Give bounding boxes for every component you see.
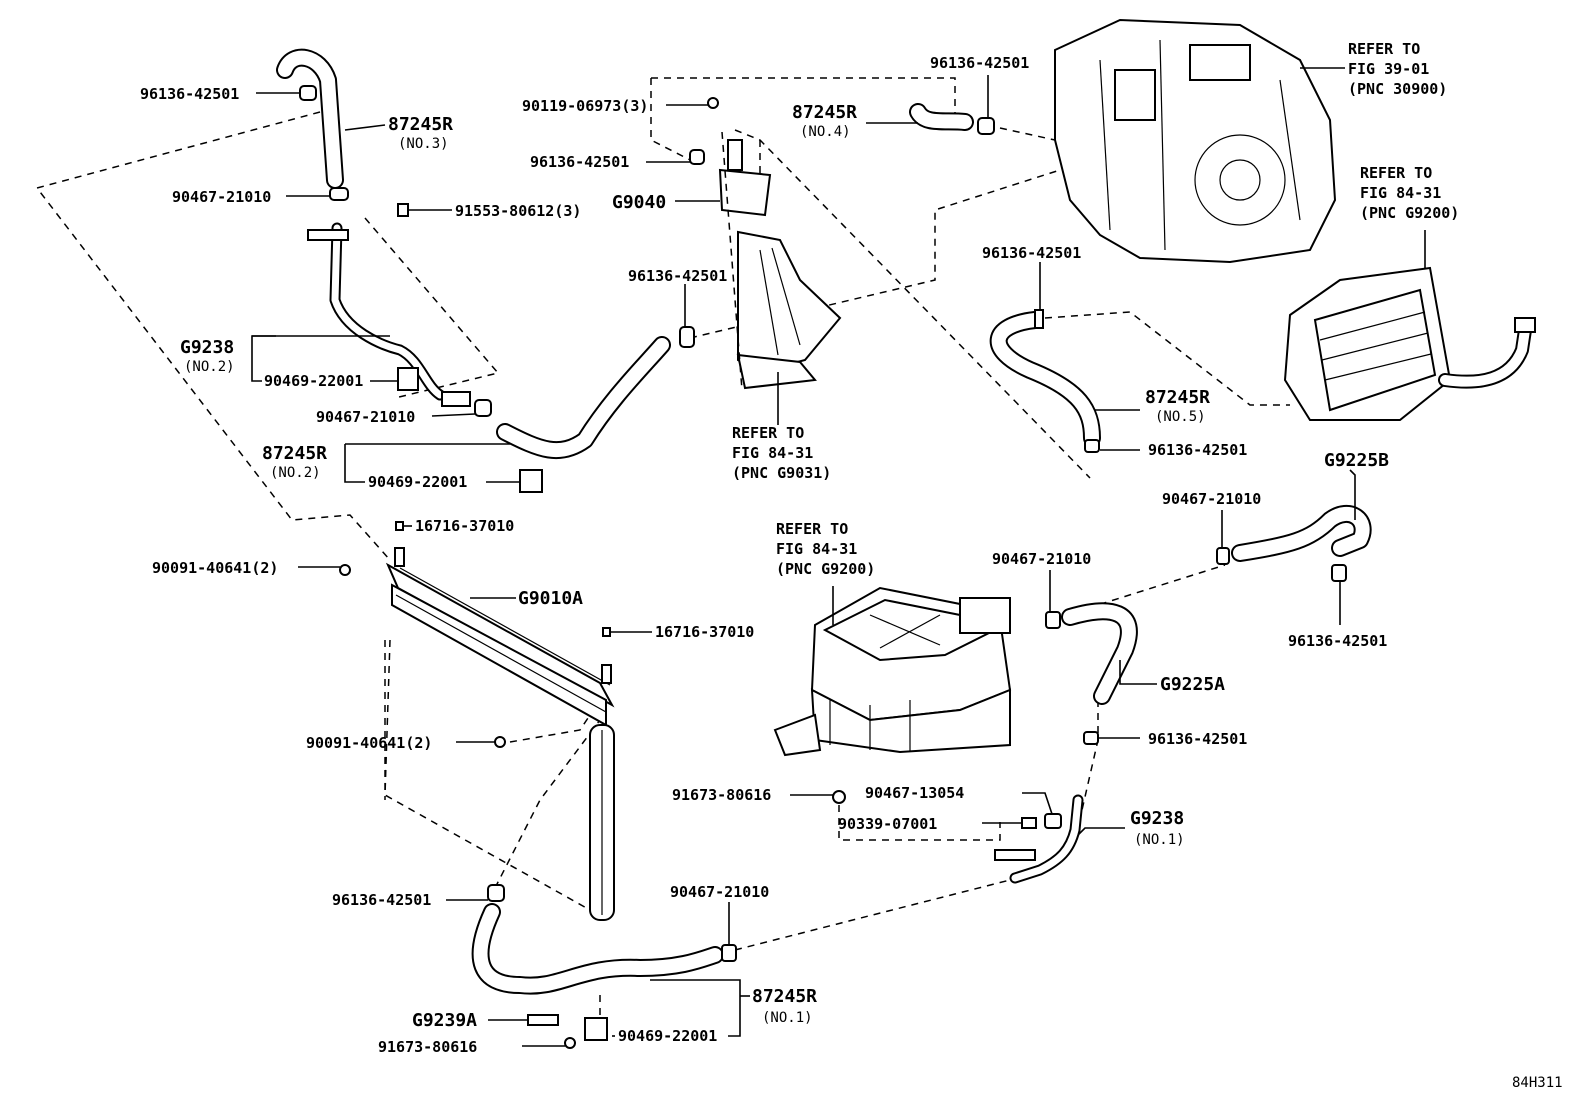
label-90467-21010-c: 90467-21010 <box>1162 490 1261 508</box>
hose-87245r-no2 <box>496 336 671 460</box>
pipe-g9238-no1 <box>994 794 1084 884</box>
label-96136-42501-c: 96136-42501 <box>628 267 727 285</box>
label-90467-21010-e: 90467-21010 <box>670 883 769 901</box>
hose-87245r-no4 <box>909 103 974 131</box>
label-91553-80612: 91553-80612(3) <box>455 202 581 220</box>
label-90091-40641-a: 90091-40641(2) <box>152 559 278 577</box>
label-refer-g9031-3: (PNC G9031) <box>732 464 831 482</box>
label-refer-30900-2: FIG 39-01 <box>1348 60 1429 78</box>
label-87245r-no2-sub: (NO.2) <box>270 465 321 481</box>
part-labels: 96136-42501 87245R (NO.3) 90467-21010 91… <box>140 40 1563 1091</box>
label-g9239a: G9239A <box>412 1010 477 1031</box>
label-16716-37010-a: 16716-37010 <box>415 517 514 535</box>
label-refer-g9200-b-2: FIG 84-31 <box>776 540 857 558</box>
label-87245r-no1: 87245R <box>752 986 817 1007</box>
label-96136-42501-a: 96136-42501 <box>140 85 239 103</box>
label-refer-g9200-a-1: REFER TO <box>1360 164 1432 182</box>
label-refer-g9200-b-1: REFER TO <box>776 520 848 538</box>
label-g9225a: G9225A <box>1160 674 1225 695</box>
label-96136-42501-i: 96136-42501 <box>332 891 431 909</box>
label-16716-37010-b: 16716-37010 <box>655 623 754 641</box>
label-90339-07001: 90339-07001 <box>838 815 937 833</box>
label-90469-22001-c: 90469-22001 <box>618 1027 717 1045</box>
label-90467-21010-b: 90467-21010 <box>316 408 415 426</box>
label-g9238-no2: G9238 <box>180 337 234 358</box>
label-91673-80616-b: 91673-80616 <box>378 1038 477 1056</box>
label-96136-42501-d: 96136-42501 <box>930 54 1029 72</box>
label-90467-21010-d: 90467-21010 <box>992 550 1091 568</box>
pipe-g9238-no2 <box>307 222 471 407</box>
label-90469-22001-a: 90469-22001 <box>264 372 363 390</box>
inverter-unit-right <box>1283 266 1536 421</box>
label-90467-13054: 90467-13054 <box>865 784 964 802</box>
inverter-unit-center <box>773 586 1012 757</box>
label-refer-g9200-b-3: (PNC G9200) <box>776 560 875 578</box>
label-g9238-no1-sub: (NO.1) <box>1134 832 1185 848</box>
label-g9238-no1: G9238 <box>1130 808 1184 829</box>
label-90091-40641-b: 90091-40641(2) <box>306 734 432 752</box>
label-refer-30900-1: REFER TO <box>1348 40 1420 58</box>
hose-g9225b <box>1231 505 1372 562</box>
hose-g9225a <box>1061 602 1138 705</box>
label-refer-g9200-a-2: FIG 84-31 <box>1360 184 1441 202</box>
label-96136-42501-f: 96136-42501 <box>1148 441 1247 459</box>
label-96136-42501-h: 96136-42501 <box>1148 730 1247 748</box>
diagram-code: 84H311 <box>1512 1075 1563 1091</box>
label-96136-42501-b: 96136-42501 <box>530 153 629 171</box>
label-90469-22001-b: 90469-22001 <box>368 473 467 491</box>
label-g9225b: G9225B <box>1324 450 1389 471</box>
label-refer-g9200-a-3: (PNC G9200) <box>1360 204 1459 222</box>
label-87245r-no5-sub: (NO.5) <box>1155 409 1206 425</box>
label-refer-g9031-1: REFER TO <box>732 424 804 442</box>
label-87245r-no5: 87245R <box>1145 387 1210 408</box>
label-g9040: G9040 <box>612 192 666 213</box>
label-g9010a: G9010A <box>518 588 583 609</box>
leader-lines <box>251 67 1426 1047</box>
label-refer-30900-3: (PNC 30900) <box>1348 80 1447 98</box>
hose-87245r-no3 <box>276 48 344 189</box>
hose-87245r-no5 <box>989 311 1101 447</box>
label-87245r-no3-sub: (NO.3) <box>398 136 449 152</box>
label-87245r-no4: 87245R <box>792 102 857 123</box>
hose-87245r-no1 <box>471 903 724 995</box>
radiator-g9010a <box>384 547 615 921</box>
label-87245r-no1-sub: (NO.1) <box>762 1010 813 1026</box>
label-87245r-no3: 87245R <box>388 114 453 135</box>
label-90467-21010-a: 90467-21010 <box>172 188 271 206</box>
label-g9238-no2-sub: (NO.2) <box>184 359 235 375</box>
label-87245r-no2: 87245R <box>262 443 327 464</box>
label-87245r-no4-sub: (NO.4) <box>800 124 851 140</box>
water-pump-g9040 <box>718 131 842 391</box>
label-refer-g9031-2: FIG 84-31 <box>732 444 813 462</box>
transaxle-assembly <box>1054 18 1337 264</box>
label-90119-06973: 90119-06973(3) <box>522 97 648 115</box>
label-96136-42501-e: 96136-42501 <box>982 244 1081 262</box>
label-91673-80616-a: 91673-80616 <box>672 786 771 804</box>
label-96136-42501-g: 96136-42501 <box>1288 632 1387 650</box>
